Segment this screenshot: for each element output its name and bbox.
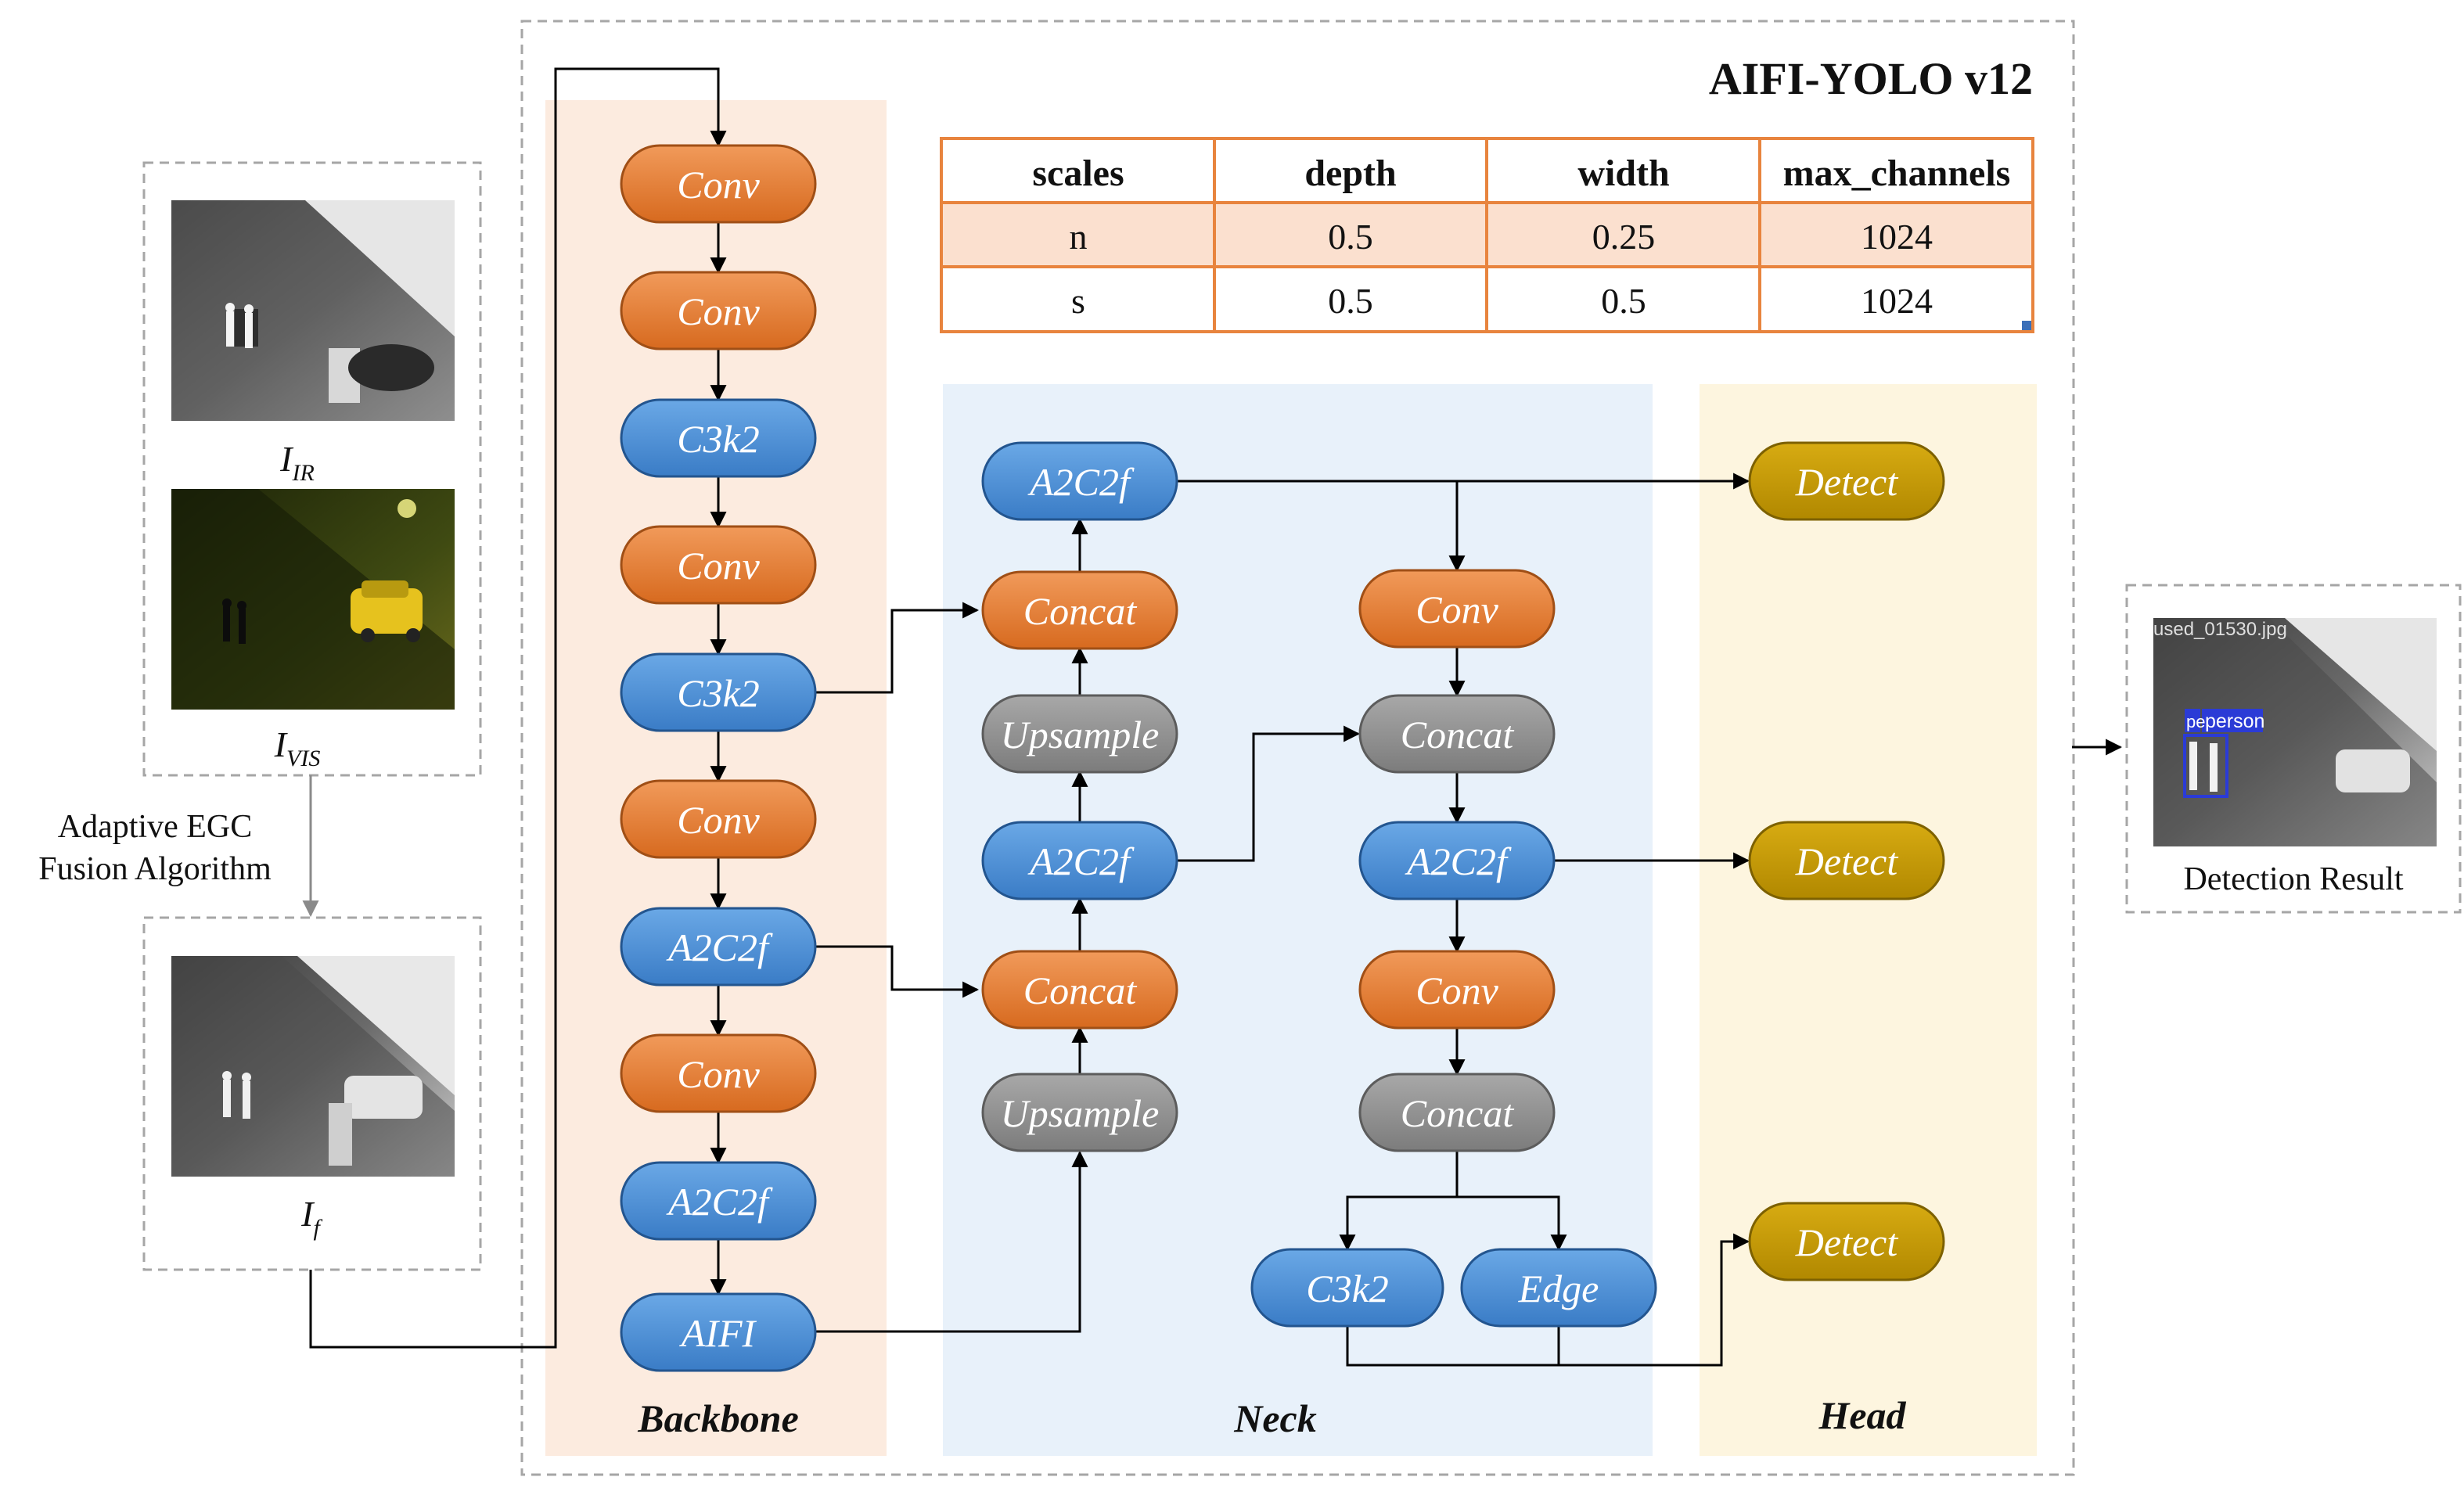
table-header-cell: depth	[1304, 153, 1396, 194]
table-cell: 1024	[1861, 281, 1933, 321]
neck-label: Neck	[1233, 1396, 1317, 1440]
node-concat[interactable]: Concat	[1358, 694, 1556, 774]
table-header-cell: scales	[1032, 153, 1124, 194]
svg-text:Upsample: Upsample	[1001, 1091, 1160, 1135]
table-cell: s	[1071, 281, 1085, 321]
svg-text:A2C2f: A2C2f	[1027, 460, 1135, 504]
node-a2c2f[interactable]: A2C2f	[1358, 821, 1556, 900]
node-concat[interactable]: Concat	[1358, 1073, 1556, 1152]
svg-text:A2C2f: A2C2f	[666, 925, 773, 969]
table-cell: 0.5	[1328, 281, 1373, 321]
node-detect[interactable]: Detect	[1748, 1202, 1945, 1281]
table-header-cell: max_channels	[1783, 153, 2011, 194]
table-header-cell: width	[1577, 153, 1669, 194]
merge-line	[1346, 1233, 1750, 1367]
visible-image	[171, 489, 455, 710]
diagram-title: AIFI-YOLO v12	[1709, 53, 2033, 104]
svg-text:Concat: Concat	[1401, 1091, 1515, 1135]
svg-text:A2C2f: A2C2f	[1027, 839, 1135, 883]
node-a2c2f[interactable]: A2C2f	[981, 821, 1178, 900]
svg-text:Edge: Edge	[1518, 1267, 1599, 1310]
backbone-nodes: Conv Conv C3k2 Conv C3k2 Conv A2C2f Con	[620, 144, 817, 1372]
head-label: Head	[1818, 1393, 1906, 1437]
svg-text:Conv: Conv	[677, 1052, 760, 1096]
lateral-c3k2-to-concat	[814, 602, 980, 694]
node-c3k2[interactable]: C3k2	[1250, 1248, 1444, 1328]
fused-label: If	[300, 1194, 322, 1241]
svg-text:Concat: Concat	[1023, 589, 1138, 633]
ir-label: IIR	[279, 439, 315, 486]
node-conv[interactable]: Conv	[620, 525, 817, 605]
svg-text:Concat: Concat	[1401, 713, 1515, 756]
node-a2c2f[interactable]: A2C2f	[981, 441, 1178, 521]
table-cell: 0.5	[1601, 281, 1646, 321]
head-nodes: Detect Detect Detect	[1748, 441, 1945, 1281]
node-conv[interactable]: Conv	[620, 271, 817, 350]
backbone-label: Backbone	[637, 1396, 799, 1440]
detection-result-label: Detection Result	[2183, 861, 2403, 897]
node-conv[interactable]: Conv	[620, 144, 817, 224]
vis-label: IVIS	[274, 724, 321, 771]
svg-text:Conv: Conv	[1415, 588, 1498, 631]
node-concat[interactable]: Concat	[981, 950, 1178, 1030]
input-images-frame	[142, 161, 482, 777]
svg-text:AIFI: AIFI	[679, 1311, 757, 1355]
head-panel	[1700, 384, 2037, 1456]
table-cell: 0.25	[1592, 217, 1656, 257]
ir-image	[171, 200, 455, 421]
svg-text:A2C2f: A2C2f	[1405, 839, 1512, 883]
fused-image	[171, 956, 455, 1177]
node-a2c2f[interactable]: A2C2f	[620, 907, 817, 986]
lateral-a2c2f-to-concat	[814, 945, 980, 998]
svg-text:Detect: Detect	[1795, 460, 1899, 504]
svg-text:Conv: Conv	[677, 544, 760, 588]
svg-text:Conv: Conv	[677, 289, 760, 333]
detection-image: pe person used_01530.jpg	[2153, 618, 2437, 846]
node-concat[interactable]: Concat	[981, 570, 1178, 650]
node-upsample[interactable]: Upsample	[981, 694, 1178, 774]
node-detect[interactable]: Detect	[1748, 821, 1945, 900]
table-cell: n	[1070, 217, 1088, 257]
svg-text:Detect: Detect	[1795, 839, 1899, 883]
table-corner-marker	[2022, 321, 2031, 330]
detection-box-label: person	[2205, 710, 2264, 732]
detection-file-text: used_01530.jpg	[2153, 619, 2287, 640]
svg-text:Concat: Concat	[1023, 969, 1138, 1012]
svg-text:Conv: Conv	[677, 798, 760, 842]
node-aifi[interactable]: AIFI	[620, 1292, 817, 1372]
input-connector	[309, 67, 727, 1349]
svg-text:C3k2: C3k2	[677, 671, 760, 715]
lateral-aifi-to-upsample	[814, 1150, 1088, 1333]
node-conv[interactable]: Conv	[620, 1033, 817, 1113]
split-line	[1457, 1195, 1567, 1252]
node-c3k2[interactable]: C3k2	[620, 652, 817, 732]
svg-text:Upsample: Upsample	[1001, 713, 1160, 756]
svg-text:C3k2: C3k2	[1306, 1267, 1389, 1310]
svg-text:C3k2: C3k2	[677, 417, 760, 461]
connections	[309, 67, 2123, 1367]
scales-table: scales depth width max_channels n 0.5 0.…	[940, 137, 2034, 333]
neck-nodes: A2C2f Concat Upsample A2C2f Concat Upsam…	[981, 441, 1657, 1328]
node-c3k2[interactable]: C3k2	[620, 398, 817, 478]
svg-text:A2C2f: A2C2f	[666, 1180, 773, 1224]
table-cell: 0.5	[1328, 217, 1373, 257]
node-a2c2f[interactable]: A2C2f	[620, 1161, 817, 1241]
mid-a2c2f-to-concat	[1178, 725, 1361, 862]
node-upsample[interactable]: Upsample	[981, 1073, 1178, 1152]
split-line	[1339, 1151, 1459, 1252]
detection-box-label-small: pe	[2186, 712, 2205, 731]
svg-text:Detect: Detect	[1795, 1220, 1899, 1264]
node-conv[interactable]: Conv	[620, 779, 817, 859]
node-edge[interactable]: Edge	[1460, 1248, 1657, 1328]
svg-text:Conv: Conv	[677, 163, 760, 207]
node-conv[interactable]: Conv	[1358, 569, 1556, 649]
node-conv[interactable]: Conv	[1358, 950, 1556, 1030]
table-cell: 1024	[1861, 217, 1933, 257]
node-detect[interactable]: Detect	[1748, 441, 1945, 521]
svg-text:Conv: Conv	[1415, 969, 1498, 1012]
